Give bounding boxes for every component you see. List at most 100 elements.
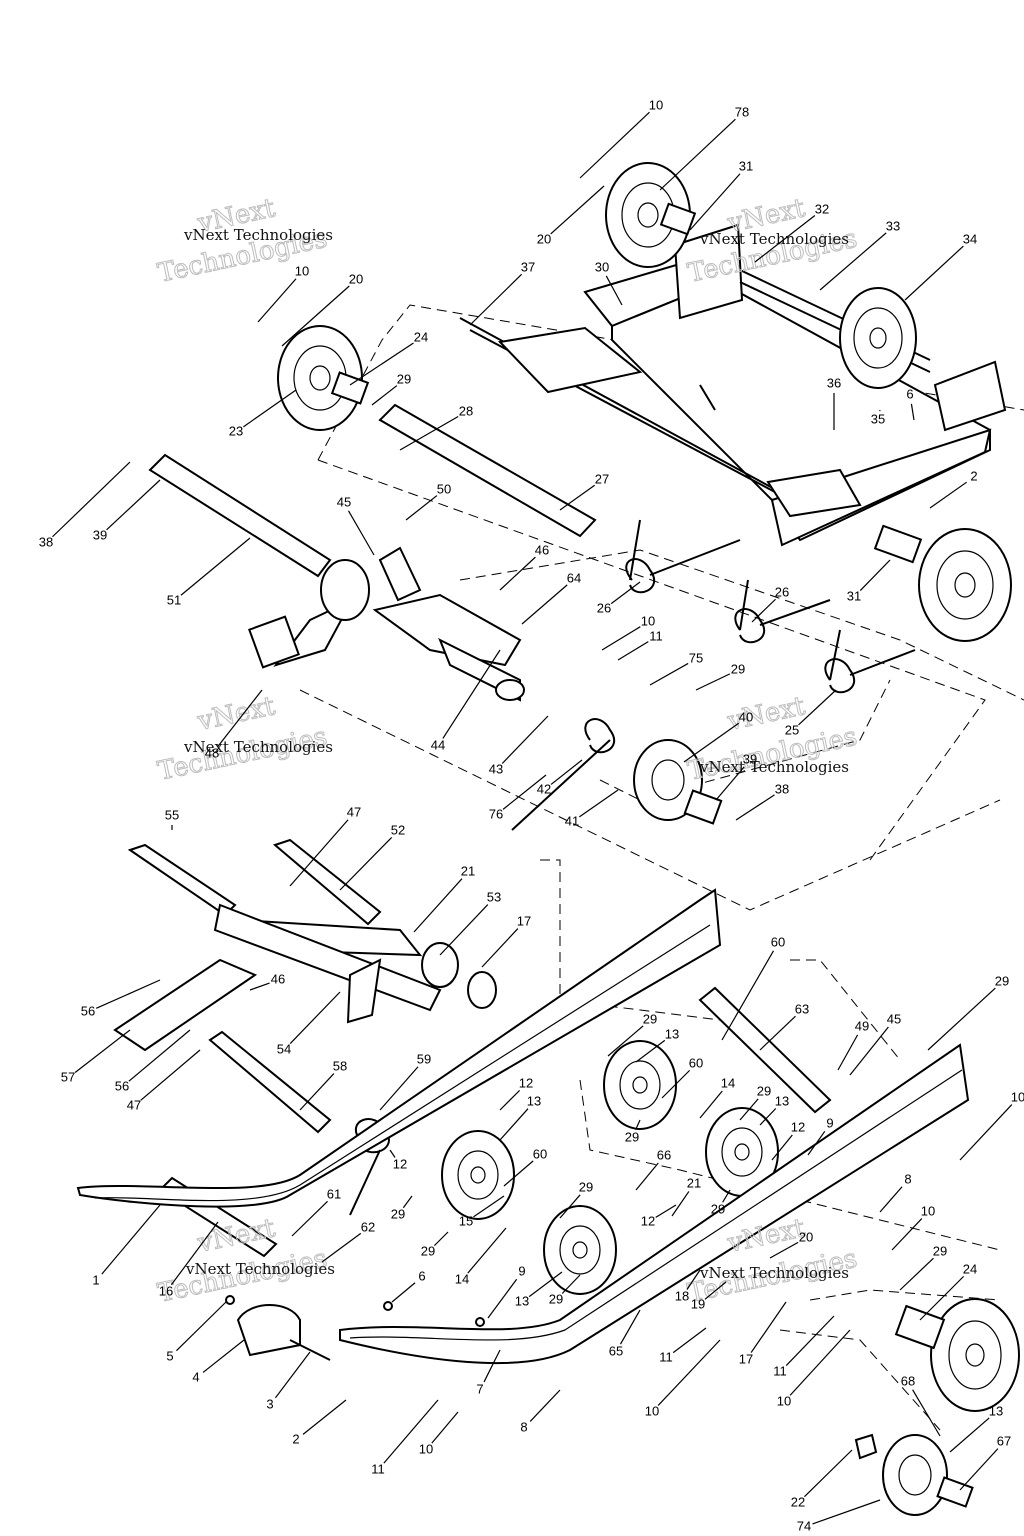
part-callout: 61 [291,1186,341,1237]
leader-line [635,1039,666,1063]
part-callout: 8 [520,1389,561,1434]
part-number: 15 [459,1213,473,1228]
leader-line [299,1073,335,1111]
leader-line [919,1275,965,1321]
leader-line [912,1389,941,1437]
part-number: 10 [641,613,655,628]
part-callout: 35 [871,409,885,426]
part-number: 10 [419,1441,433,1456]
part-number: 11 [773,1363,787,1378]
part-number: 43 [489,761,503,776]
part-callout: 4 [192,1339,245,1384]
part-callout: 10 [419,1411,459,1456]
part-number: 5 [166,1348,173,1363]
leader-line [257,278,297,323]
part-number: 13 [989,1403,1003,1418]
part-callout: 45 [337,494,375,556]
part-number: 6 [906,386,913,401]
leader-line [561,1274,581,1294]
part-number: 29 [397,371,411,386]
watermark-text: Technologies [685,722,860,787]
leader-line [849,1026,889,1076]
leader-line [499,1089,521,1111]
leader-line [483,1349,501,1383]
part-callout: 26 [597,581,641,615]
part-number: 20 [537,231,551,246]
part-callout: 53 [439,889,501,956]
leader-line [769,1241,799,1259]
part-number: 27 [595,471,609,486]
leader-line [689,173,741,231]
part-callout: 60 [661,1055,703,1099]
leader-line [413,878,463,933]
part-number: 14 [721,1075,735,1090]
leader-line [785,1315,835,1366]
part-number: 53 [487,889,501,904]
part-number: 38 [39,534,53,549]
leader-line [735,794,775,821]
part-number: 46 [271,971,285,986]
part-callout: 28 [399,403,473,451]
part-callout: 60 [503,1146,547,1187]
part-number: 65 [609,1343,623,1358]
leader-line [469,273,523,326]
watermark-text: vNext Technologies [699,758,849,776]
part-number: 29 [391,1206,405,1221]
leader-line [180,537,251,596]
part-callout: 66 [635,1147,671,1191]
part-number: 19 [691,1296,705,1311]
part-callout: 12 [771,1119,805,1161]
part-callout: 21 [413,863,475,933]
part-callout: 11 [617,628,663,661]
part-callout: 42 [537,759,583,796]
part-number: 28 [459,403,473,418]
leader-line [499,556,536,591]
part-callout: 19 [691,1281,727,1311]
leader-line [579,789,619,818]
part-callout: 68 [901,1373,941,1437]
part-number: 21 [461,863,475,878]
leader-line [217,689,263,748]
part-number: 63 [795,1001,809,1016]
part-callout: 60 [721,934,785,1041]
part-callout: 57 [61,1029,131,1084]
part-number: 32 [815,201,829,216]
part-callout: 39 [715,751,757,801]
part-number: 29 [643,1011,657,1026]
part-number: 68 [901,1373,915,1388]
leader-line [601,626,641,651]
part-number: 4 [192,1369,199,1384]
leader-line [579,111,650,179]
part-number: 11 [371,1461,385,1476]
idler-wheel [882,1434,948,1516]
leader-line [837,1034,859,1071]
part-number: 20 [799,1229,813,1244]
part-callout: 12 [499,1075,533,1111]
leader-line [249,982,270,991]
part-number: 25 [785,722,799,737]
part-number: 60 [533,1146,547,1161]
part-callout: 6 [391,1268,426,1303]
part-number: 23 [229,423,243,438]
part-callout: 36 [827,375,841,430]
part-callout: 76 [489,774,547,821]
part-number: 10 [777,1393,791,1408]
part-callout: 58 [299,1058,347,1111]
watermark-text: vNext Technologies [699,230,849,248]
part-callout: 46 [499,542,549,591]
part-callout: 48 [205,689,263,760]
leader-line [671,1191,690,1217]
leader-line [289,819,349,887]
part-callout: 29 [711,1189,731,1216]
leader-line [929,481,967,509]
idler-wheel [839,287,917,389]
leader-line [812,1499,881,1525]
part-callout: 10 [257,263,309,323]
part-number: 8 [520,1419,527,1434]
part-number: 29 [579,1179,593,1194]
idler-wheel [873,524,1012,642]
part-number: 78 [735,104,749,119]
leader-line [949,1417,990,1453]
part-callout: 10 [645,1339,721,1418]
